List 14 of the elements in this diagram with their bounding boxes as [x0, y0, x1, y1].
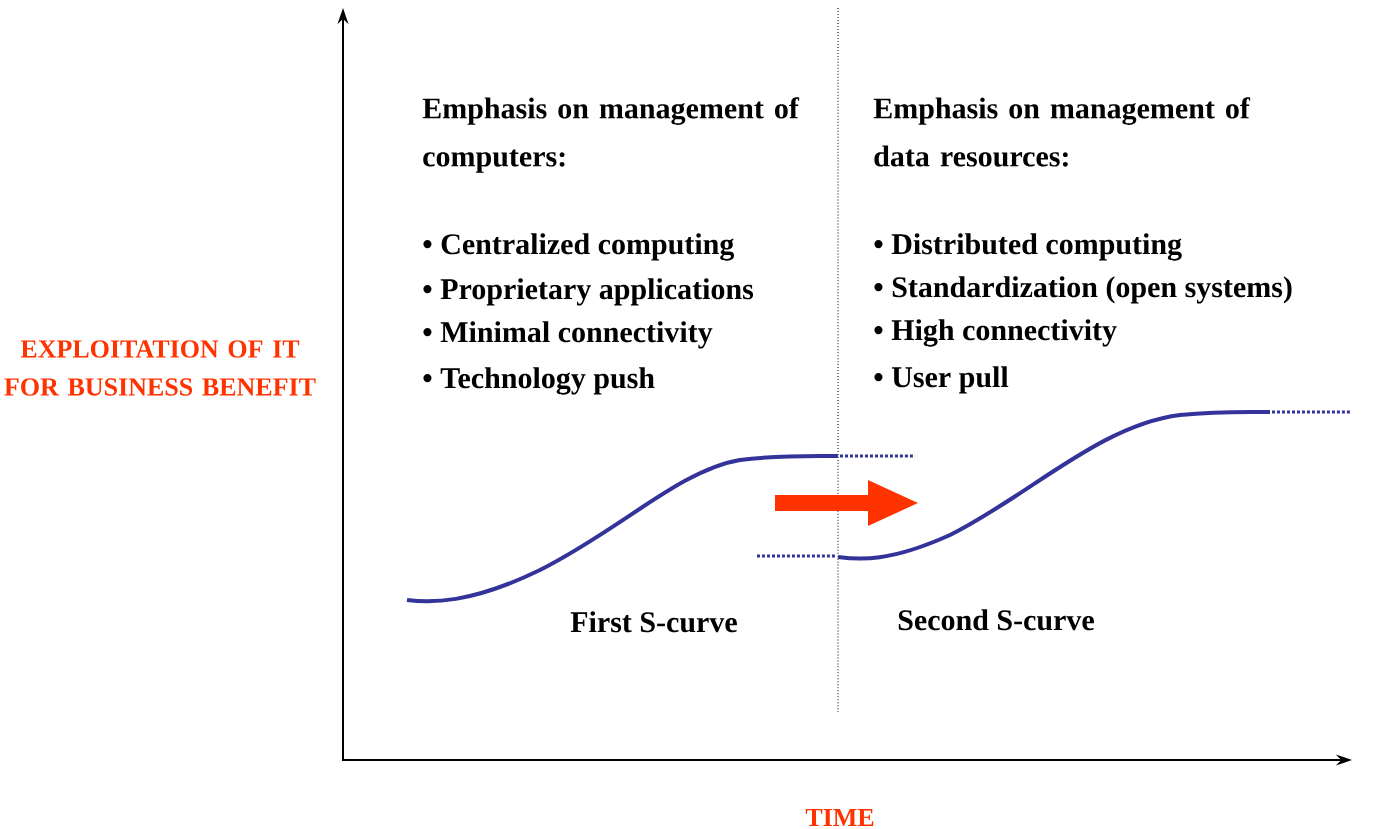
- curve-label: First S-curve: [570, 611, 737, 633]
- bullet-item: • Technology push: [423, 367, 655, 395]
- bullet-item: • User pull: [874, 366, 1009, 394]
- bullet-item: • Minimal connectivity: [423, 321, 713, 349]
- bullet-item: • Proprietary applications: [423, 278, 754, 306]
- bullet-item: • High connectivity: [874, 319, 1117, 347]
- heading-text: Emphasis on management of data resources:: [873, 97, 1251, 167]
- axis-label: TIME: [805, 809, 874, 826]
- heading-text: Emphasis on management of computers:: [422, 97, 800, 173]
- axis-label: EXPLOITATION OF IT FOR BUSINESS BENEFIT: [4, 340, 316, 396]
- bullet-item: • Centralized computing: [423, 233, 735, 261]
- bullet-item: • Distributed computing: [874, 233, 1182, 261]
- bullet-item: • Standardization (open systems): [874, 276, 1292, 304]
- curve-label: Second S-curve: [898, 609, 1094, 631]
